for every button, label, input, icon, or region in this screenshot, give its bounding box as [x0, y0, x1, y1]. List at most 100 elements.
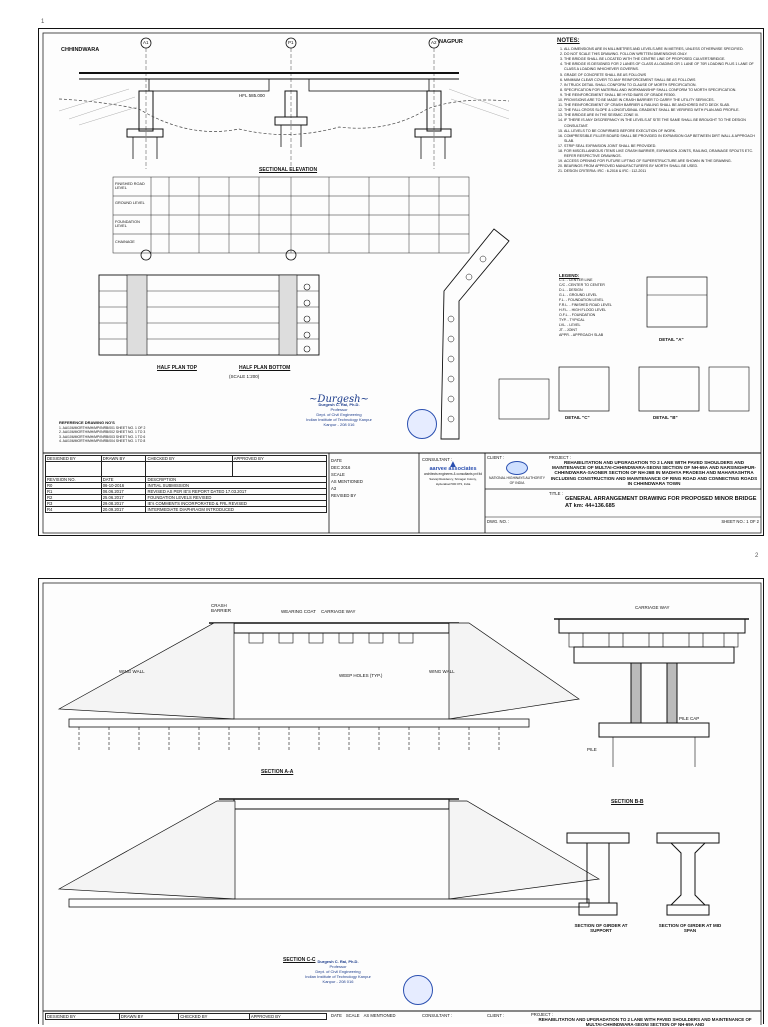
note-item: GRADE OF CONCRETE SHALL BE AS FOLLOWS — [564, 73, 757, 78]
section-aa-title: SECTION A-A — [261, 769, 294, 775]
project-block: PROJECT : REHABILITATION AND UPGRADATION… — [531, 1012, 759, 1027]
revised-by-label: REVISED BY — [331, 493, 357, 498]
drawing-title: GENERAL ARRANGEMENT DRAWING FOR PROPOSED… — [565, 496, 757, 509]
sheet-no-label: SHEET NO.: 1 OF 2 — [721, 519, 759, 524]
note-item: THE BRIDGE IS DESIGNED FOR 2 LANES OF CL… — [564, 62, 757, 72]
carriage-way-label: CARRIAGE WAY — [635, 605, 670, 610]
notes-title: NOTES: — [557, 38, 580, 44]
stamp-city: Kanpur - 208 016 — [322, 979, 354, 984]
sectional-elevation-title: SECTIONAL ELEVATION — [259, 167, 318, 173]
iit-seal-icon — [403, 975, 433, 1005]
stamp-name: Durgesh C. Rai, Ph.D. — [317, 959, 359, 964]
table-row-label: FINISHED ROAD LEVEL — [115, 182, 145, 190]
stamp-dept: Dept. of Civil Engineering — [315, 969, 361, 974]
scale-label: SCALE — [345, 1013, 360, 1018]
stamp-inst: Indian Institute of Technology Kanpur — [306, 417, 372, 422]
stamp-inst: Indian Institute of Technology Kanpur — [305, 974, 371, 979]
note-item: FOR MISCELLANEOUS ITEMS LIKE CRASH BARRI… — [564, 149, 757, 159]
nagpur-label: NAGPUR — [439, 39, 463, 45]
engineer-stamp: ~Durgesh~ Durgesh C. Rai, Ph.D. Professo… — [284, 395, 394, 428]
project-text: REHABILITATION AND UPGRADATION TO 2 LANE… — [550, 460, 758, 486]
table-row-label: FOUNDATION LEVEL — [115, 220, 140, 228]
reference-row: 3. AA/106/MORTH/MH/MP/INRB/003 SHEET NO.… — [59, 434, 146, 439]
reference-drawings: REFERENCE DRAWING NO'S 1. AA/106/MORTH/M… — [59, 420, 169, 444]
pile-label: PILE — [587, 747, 597, 752]
wing-wall-label: WING WALL — [429, 669, 455, 674]
client-name: NATIONAL HIGHWAYS AUTHORITY OF INDIA — [489, 476, 545, 485]
scale-value: AS MENTIONED — [331, 479, 363, 484]
drawing-sheet-1: 1 CHHINDWARA NAGPUR A1 P1 A2 HFL 585.000… — [38, 19, 764, 536]
legend-item: TYP. - TYPICAL — [559, 318, 585, 322]
table-row-label: GROUND LEVEL — [115, 201, 145, 205]
consultant-block: CONSULTANT : ▲ aarvee associates archite… — [422, 457, 484, 487]
drawn-by-label: DRAWN BY — [118, 1013, 180, 1020]
project-label: PROJECT : — [531, 1012, 553, 1017]
note-item: MINIMUM CLEAR COVER TO ANY REINFORCEMENT… — [564, 78, 757, 83]
dwg-no-row: DWG. NO. : SHEET NO.: 1 OF 2 — [487, 519, 759, 524]
note-item: ALL LEVELS TO BE CONFIRMED BEFORE EXECUT… — [564, 129, 757, 134]
date-value: DEC 2016 — [331, 465, 351, 470]
detail-b-label: DETAIL "B" — [653, 415, 678, 420]
rev-desc: INTERMEDIATE DIAPHRAGM INTRODUCED — [145, 506, 327, 513]
detail-c-label: DETAIL "C" — [565, 415, 590, 420]
girder-midspan-title: SECTION OF GIRDER AT MID SPAN — [658, 923, 722, 933]
sheet2-drawing — [42, 582, 762, 1025]
legend-item: F.L. - FOUNDATION LEVEL — [559, 298, 604, 302]
legend-item: H.F.L. - HIGH FLOOD LEVEL — [559, 308, 607, 312]
axis-label-a1: A1 — [143, 40, 149, 45]
reference-title: REFERENCE DRAWING NO'S — [59, 420, 115, 425]
checked-by-label: CHECKED BY — [178, 1013, 250, 1020]
section-cc-title: SECTION C-C — [283, 957, 316, 963]
engineer-stamp: Durgesh C. Rai, Ph.D. Professor Dept. of… — [283, 959, 393, 984]
note-item: THE BRIDGE ARE IN THE SEISMIC ZONE III. — [564, 113, 757, 118]
approved-by-label: APPROVED BY — [248, 1013, 328, 1020]
legend-item: G.L. - GROUND LEVEL — [559, 293, 598, 297]
sheet1-drawing — [42, 32, 762, 534]
legend-item: C.L. - CENTER LINE — [559, 278, 593, 282]
client-block: CLIENT : NATIONAL HIGHWAYS AUTHORITY OF … — [487, 455, 547, 486]
stamp-role: Professor — [330, 407, 348, 412]
nhai-logo-icon — [506, 461, 528, 475]
consultant-name: aarvee associates — [429, 466, 477, 472]
title-block-signatures: DESIGNED BY DRAWN BY CHECKED BY APPROVED… — [45, 1013, 328, 1020]
half-plan-top-title: HALF PLAN TOP — [157, 365, 197, 371]
stamp-dept: Dept. of Civil Engineering — [316, 412, 362, 417]
legend: LEGEND: C.L. - CENTER LINE C/C - CENTER … — [559, 273, 643, 338]
stamp-city: Kanpur - 208 016 — [323, 422, 355, 427]
hfl-label: HFL 585.000 — [239, 93, 265, 98]
note-item: IF THERE IS ANY DISCREPANCY IN THE LEVEL… — [564, 118, 757, 128]
title-block-title: TITLE : GENERAL ARRANGEMENT DRAWING FOR … — [549, 491, 759, 510]
drawing-sheet-2: SECTION A-A SECTION B-B SECTION C-C SECT… — [38, 578, 764, 1027]
project-label: PROJECT : — [549, 455, 571, 460]
scale-label: (SCALE 1:200) — [229, 374, 260, 379]
legend-title: LEGEND: — [559, 273, 580, 278]
date-label: DATE — [331, 458, 342, 463]
scale-value: AS MENTIONED — [363, 1013, 396, 1018]
date-label: DATE — [331, 1013, 342, 1018]
girder-support-title: SECTION OF GIRDER AT SUPPORT — [574, 923, 628, 933]
date-scale-block: DATE SCALE AS MENTIONED — [331, 1013, 417, 1018]
legend-item: O.F.L. - FOUNDATION — [559, 313, 596, 317]
notes-panel: NOTES: ALL DIMENSIONS ARE IN MILLIMETRES… — [557, 38, 757, 174]
note-item: THE FALL CROSS SLOPE & LONGITUDINAL GRAD… — [564, 108, 757, 113]
note-item: COMPRESSIBLE FILLER BOARD SHALL BE PROVI… — [564, 134, 757, 144]
note-item: DO NOT SCALE THIS DRAWING. FOLLOW WRITTE… — [564, 52, 757, 57]
consultant-label: CONSULTANT : — [422, 1013, 453, 1018]
weep-holes-label: WEEP HOLES (TYP.) — [339, 673, 383, 678]
title-block-signatures: DESIGNED BY DRAWN BY CHECKED BY APPROVED… — [45, 455, 328, 513]
iit-seal-icon — [407, 409, 437, 439]
note-item: THE REINFORCEMENT OF CRASH BARRIER & RAI… — [564, 103, 757, 108]
designed-by-label: DESIGNED BY — [45, 1013, 120, 1020]
legend-item: JT. - JOINT — [559, 328, 578, 332]
chhindwara-label: CHHINDWARA — [61, 47, 100, 53]
half-plan-bottom-title: HALF PLAN BOTTOM — [239, 365, 291, 371]
dwg-no-label: DWG. NO. : — [487, 519, 510, 524]
page-number: 2 — [755, 553, 759, 559]
note-item: DESIGN CRITERIA: IRC : 6-2016 & IRC : 11… — [564, 169, 757, 174]
project-block: PROJECT : REHABILITATION AND UPGRADATION… — [549, 455, 759, 486]
sheet-size: A3 — [331, 486, 337, 491]
consultant-address: Sarvaji Residency, Srinagar Colony, Hyde… — [429, 477, 477, 486]
client-label: CLIENT : — [487, 455, 505, 460]
client-label: CLIENT : — [487, 1013, 505, 1018]
